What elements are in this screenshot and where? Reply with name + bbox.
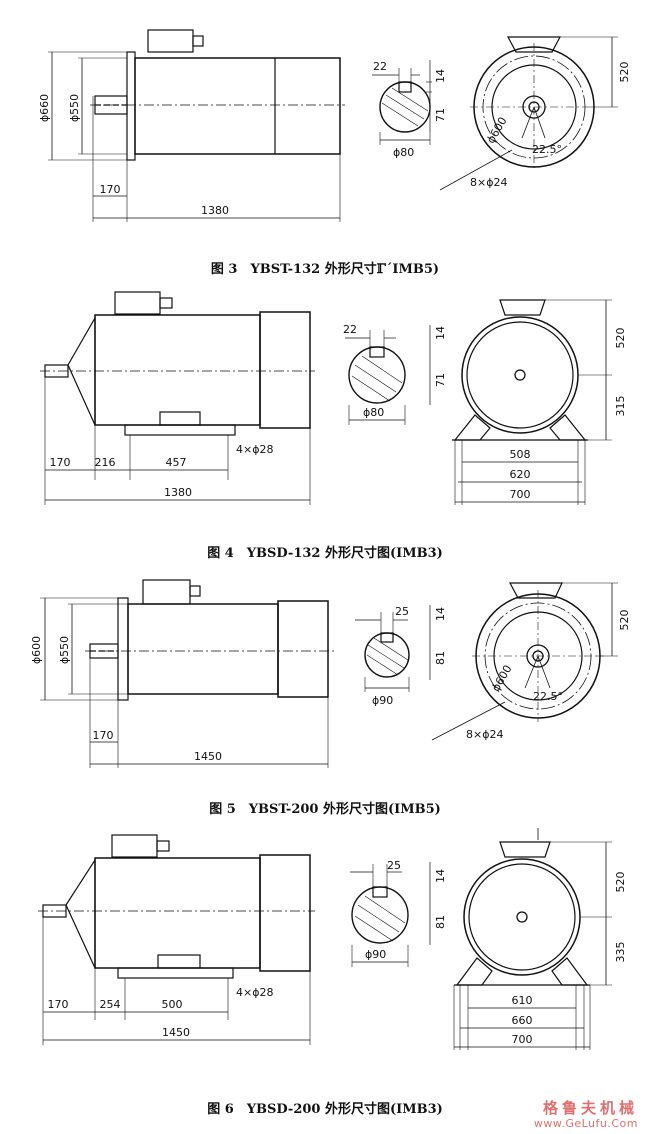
fig4-foot-span: 457 bbox=[166, 456, 187, 469]
fig5-angle: 22.5° bbox=[533, 690, 563, 703]
fig5-shaft-section bbox=[355, 605, 431, 692]
fig6-shaft-ext: 170 bbox=[48, 998, 69, 1011]
fig3-spigot-dia: ϕ550 bbox=[68, 94, 81, 122]
fig6-base-outer: 700 bbox=[512, 1033, 533, 1046]
fig6-end-height: 520 bbox=[614, 872, 627, 893]
fig5-side-view bbox=[40, 579, 335, 768]
fig6-key-width: 25 bbox=[387, 859, 401, 872]
watermark-brand: 格鲁夫机械 bbox=[542, 1099, 638, 1117]
fig3-pcd: ϕ600 bbox=[484, 115, 509, 146]
fig4-base-inner: 508 bbox=[510, 448, 531, 461]
fig5-spigot-dia: ϕ550 bbox=[58, 636, 71, 664]
fig6-centre-height: 335 bbox=[614, 942, 627, 963]
fig6-shaft-height: 81 bbox=[434, 915, 447, 929]
fig4-end-view bbox=[452, 299, 612, 505]
fig4-side-view bbox=[40, 291, 315, 505]
fig3-flange-dia: ϕ660 bbox=[38, 94, 51, 122]
fig3-key-width: 22 bbox=[373, 60, 387, 73]
fig5-key-depth: 14 bbox=[434, 607, 447, 621]
fig4-shaft-ext: 170 bbox=[50, 456, 71, 469]
fig3-overall-len: 1380 bbox=[201, 204, 229, 217]
fig6-shaft-section bbox=[350, 862, 431, 967]
fig3-end-height: 520 bbox=[618, 62, 631, 83]
fig5-end-height: 520 bbox=[618, 610, 631, 631]
fig4-key-width: 22 bbox=[343, 323, 357, 336]
fig5-shaft-dia: ϕ90 bbox=[372, 694, 393, 707]
fig6-key-depth: 14 bbox=[434, 869, 447, 883]
watermark-url: www.GeLufu.Com bbox=[533, 1117, 638, 1130]
fig4-shaft-height: 71 bbox=[434, 373, 447, 387]
fig5-end-view bbox=[431, 582, 618, 741]
fig6-foot-span: 500 bbox=[162, 998, 183, 1011]
fig4-centre-height: 315 bbox=[614, 396, 627, 417]
fig4-foot-holes: 4×ϕ28 bbox=[236, 443, 273, 456]
fig3-caption: 图 3 YBST-132 外形尺寸ℾ´IMB5) bbox=[210, 262, 440, 277]
fig5-key-width: 25 bbox=[395, 605, 409, 618]
fig4-key-depth: 14 bbox=[434, 326, 447, 340]
fig5-caption: 图 5 YBST-200 外形尺寸图(IMB5) bbox=[209, 802, 441, 817]
fig6-overall-len: 1450 bbox=[162, 1026, 190, 1039]
fig6-caption: 图 6 YBSD-200 外形尺寸图(IMB3) bbox=[207, 1102, 443, 1117]
fig4-base-outer: 700 bbox=[510, 488, 531, 501]
fig5-overall-len: 1450 bbox=[194, 750, 222, 763]
fig3-shaft-height: 71 bbox=[434, 108, 447, 122]
fig6-end-view bbox=[453, 828, 612, 1050]
fig4-overall-len: 1380 bbox=[164, 486, 192, 499]
fig3-angle: 22.5° bbox=[532, 143, 562, 156]
fig5-pcd: ϕ600 bbox=[489, 663, 514, 694]
fig3-side-view bbox=[48, 29, 345, 222]
fig4-foot-offset: 216 bbox=[95, 456, 116, 469]
fig6-foot-offset: 254 bbox=[100, 998, 121, 1011]
fig6-side-view bbox=[38, 834, 315, 1045]
fig5-shaft-ext: 170 bbox=[93, 729, 114, 742]
fig4-end-height: 520 bbox=[614, 328, 627, 349]
fig4-caption: 图 4 YBSD-132 外形尺寸图(IMB3) bbox=[207, 546, 443, 561]
fig6-base-inner: 610 bbox=[512, 994, 533, 1007]
fig3-shaft-section bbox=[372, 60, 432, 145]
fig6-foot-holes: 4×ϕ28 bbox=[236, 986, 273, 999]
fig3-shaft-ext: 170 bbox=[100, 183, 121, 196]
fig5-shaft-height: 81 bbox=[434, 651, 447, 665]
fig6-base-mid: 660 bbox=[512, 1014, 533, 1027]
fig3-holes: 8×ϕ24 bbox=[470, 176, 507, 189]
fig4-shaft-dia: ϕ80 bbox=[363, 406, 384, 419]
fig3-key-depth: 14 bbox=[434, 69, 447, 83]
fig5-flange-dia: ϕ600 bbox=[30, 636, 43, 664]
fig3-end-view bbox=[439, 36, 618, 191]
fig5-holes: 8×ϕ24 bbox=[466, 728, 503, 741]
dimension-labels: ϕ660 ϕ550 170 1380 22 14 71 ϕ80 520 ϕ600… bbox=[30, 60, 631, 1046]
fig3-shaft-dia: ϕ80 bbox=[393, 146, 414, 159]
fig6-shaft-dia: ϕ90 bbox=[365, 948, 386, 961]
fig4-shaft-section bbox=[345, 325, 431, 425]
fig4-base-mid: 620 bbox=[510, 468, 531, 481]
